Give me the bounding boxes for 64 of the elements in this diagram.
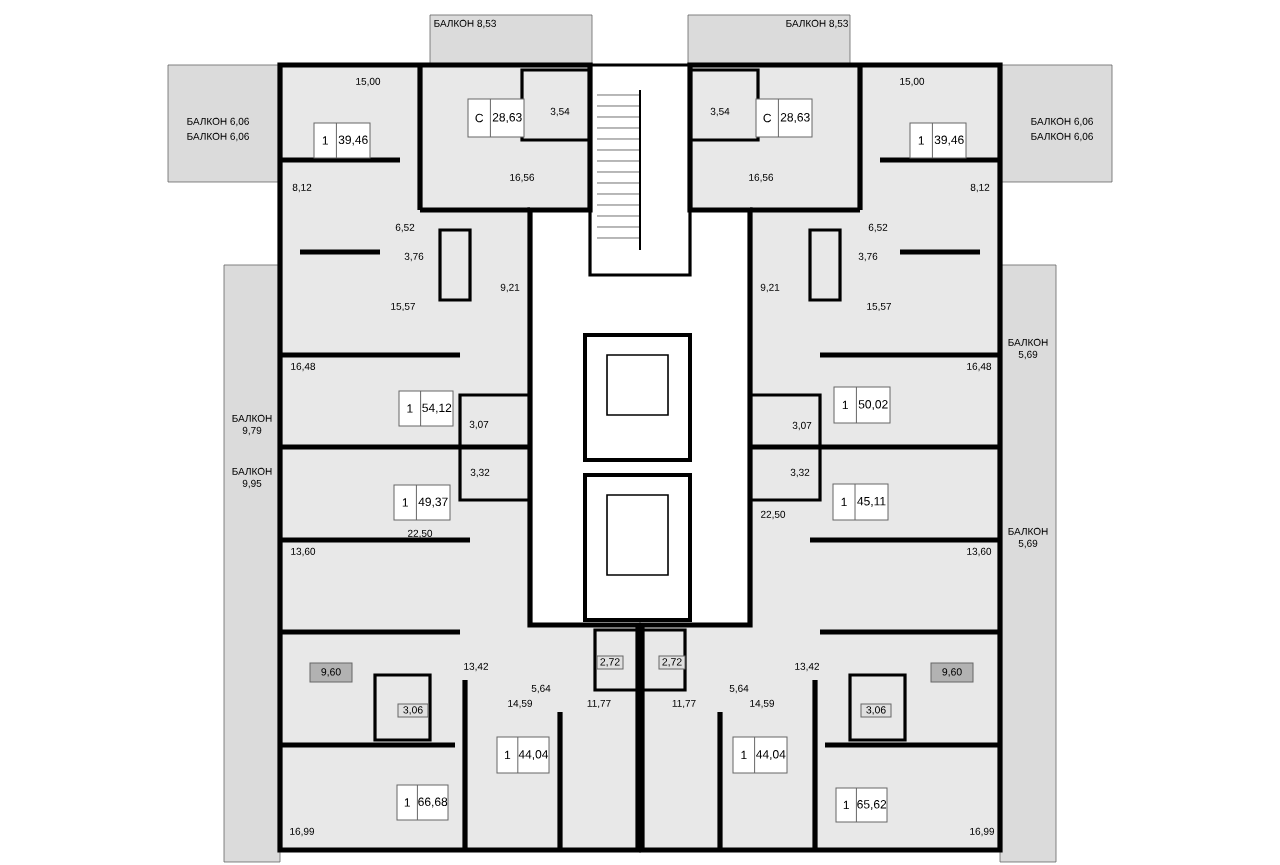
area-label: 3,76 xyxy=(858,252,878,262)
apartment-tag: 1 50,02 xyxy=(833,386,891,424)
apartment-tag: 1 39,46 xyxy=(909,122,967,159)
apartment-tag: С 28,63 xyxy=(467,98,525,138)
area-label: 5,64 xyxy=(531,684,551,694)
apartment-tag: 1 44,04 xyxy=(732,736,788,774)
area-label: 15,00 xyxy=(356,77,381,87)
area-label: 8,12 xyxy=(292,183,312,193)
apartment-tag: 1 65,62 xyxy=(835,787,888,823)
area-label: 22,50 xyxy=(408,529,433,539)
area-label: 13,42 xyxy=(464,662,488,672)
area-label: 13,42 xyxy=(795,662,819,672)
area-tag: 2,72 xyxy=(658,655,686,670)
area-label: 15,57 xyxy=(391,302,415,312)
apartment-tag: 1 49,37 xyxy=(393,484,451,521)
area-label: 16,99 xyxy=(290,827,315,837)
area-label: 3,54 xyxy=(550,107,570,117)
apartment-tag: 1 66,68 xyxy=(396,784,449,821)
balcony-label: БАЛКОН 6,06 xyxy=(187,117,249,127)
area-label: 8,12 xyxy=(970,183,990,193)
apartment-tag: 1 44,04 xyxy=(496,736,550,774)
area-tag: 3,06 xyxy=(397,703,429,718)
area-label: 5,64 xyxy=(729,684,749,694)
area-tag: 3,06 xyxy=(860,703,892,718)
area-label: 15,57 xyxy=(867,302,891,312)
area-label: 13,60 xyxy=(291,547,316,557)
apartment-tag: С 28,63 xyxy=(755,98,813,138)
area-label: 16,56 xyxy=(510,173,535,183)
area-label: 3,54 xyxy=(710,107,730,117)
balcony-label: БАЛКОН 9,79 xyxy=(232,414,272,436)
area-label: 11,77 xyxy=(587,699,611,709)
apartment-tag: 1 54,12 xyxy=(398,390,454,427)
area-label: 3,76 xyxy=(404,252,424,262)
area-label: 3,32 xyxy=(470,468,490,478)
area-label: 22,50 xyxy=(761,510,786,520)
area-label: 3,07 xyxy=(792,421,812,431)
area-label: 14,59 xyxy=(750,699,775,709)
area-label: 15,00 xyxy=(900,77,925,87)
area-label: 13,60 xyxy=(967,547,992,557)
balcony-label: БАЛКОН 5,69 xyxy=(1008,527,1048,549)
area-label: 9,21 xyxy=(500,283,520,293)
area-label: 14,59 xyxy=(508,699,533,709)
balcony-label: БАЛКОН 6,06 xyxy=(1031,117,1093,127)
area-label: 3,32 xyxy=(790,468,810,478)
apartment-tag: 1 39,46 xyxy=(313,122,371,159)
area-tag: 2,72 xyxy=(596,655,624,670)
area-label: 16,48 xyxy=(967,362,992,372)
area-label: 16,48 xyxy=(291,362,316,372)
area-tag: 9,60 xyxy=(930,662,974,683)
area-label: 6,52 xyxy=(395,223,415,233)
balcony-label: БАЛКОН 8,53 xyxy=(786,19,848,29)
area-label: 16,99 xyxy=(970,827,995,837)
balcony-label: БАЛКОН 8,53 xyxy=(434,19,496,29)
apartment-tag: 1 45,11 xyxy=(832,483,889,521)
balcony-label: БАЛКОН 6,06 xyxy=(187,132,249,142)
area-label: 16,56 xyxy=(749,173,774,183)
area-label: 9,21 xyxy=(760,283,780,293)
area-label: 11,77 xyxy=(672,699,696,709)
balcony-label: БАЛКОН 9,95 xyxy=(232,467,272,489)
area-label: 6,52 xyxy=(868,223,888,233)
balcony-label: БАЛКОН 5,69 xyxy=(1008,338,1048,360)
area-label: 3,07 xyxy=(469,420,489,430)
area-tag: 9,60 xyxy=(309,662,353,683)
balcony-label: БАЛКОН 6,06 xyxy=(1031,132,1093,142)
